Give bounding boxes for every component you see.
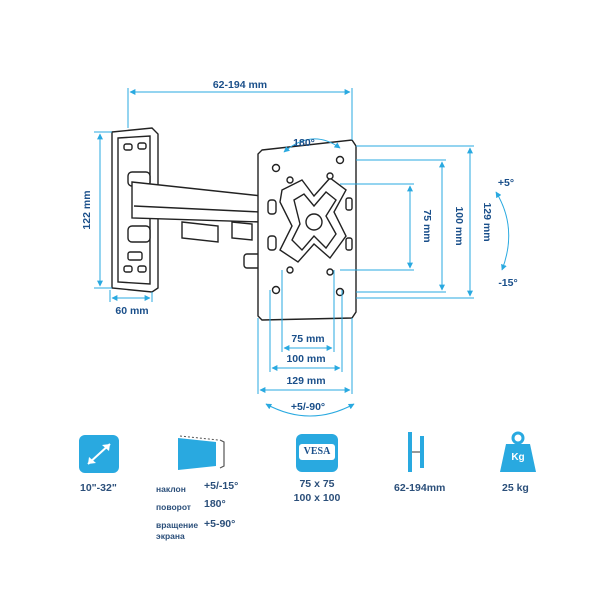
rotation-label-2: экрана bbox=[156, 531, 185, 541]
dim-arm-range: 62-194 mm bbox=[213, 79, 267, 91]
weight-badge: Kg bbox=[511, 452, 525, 463]
weight-value: 25 kg bbox=[502, 482, 529, 494]
mount-arm bbox=[131, 181, 263, 269]
vesa-plate bbox=[257, 139, 357, 321]
dim-tilt-up: +5° bbox=[498, 177, 514, 189]
vesa-1: 75 x 75 bbox=[299, 478, 335, 490]
vesa-2: 100 x 100 bbox=[293, 492, 341, 504]
dimension-lines bbox=[94, 88, 510, 417]
swivel-value: 180° bbox=[204, 498, 226, 510]
dim-vesa-h75: 75 mm bbox=[291, 333, 324, 345]
dim-swivel: +5/-90° bbox=[291, 401, 325, 413]
rotation-value: +5-90° bbox=[204, 518, 236, 530]
dim-plate-height: 129 mm bbox=[481, 202, 493, 241]
dim-wall-width: 60 mm bbox=[115, 305, 148, 317]
depth-value: 62-194mm bbox=[394, 482, 446, 494]
dim-vesa-h100: 100 mm bbox=[286, 353, 325, 365]
tilt-value: +5/-15° bbox=[204, 480, 239, 492]
diagonal-arrow-icon bbox=[79, 435, 119, 473]
dim-plate-width: 129 mm bbox=[286, 375, 325, 387]
tilt-screen-icon bbox=[178, 435, 225, 470]
weight-icon bbox=[500, 431, 536, 472]
screen-size: 10"-32" bbox=[80, 482, 117, 494]
mount-diagram: 62-194 mm 180° 122 mm 60 mm 75 mm 100 mm… bbox=[81, 79, 518, 417]
dim-tilt-down: -15° bbox=[498, 277, 517, 289]
vesa-badge: VESA bbox=[299, 444, 335, 460]
dim-vesa-v75: 75 mm bbox=[421, 209, 433, 242]
dim-vesa-v100: 100 mm bbox=[453, 206, 465, 245]
vesa-icon: VESA bbox=[296, 434, 338, 472]
dim-rotation: 180° bbox=[293, 137, 315, 149]
dim-wall-height: 122 mm bbox=[81, 190, 93, 229]
rotation-label-1: вращение bbox=[156, 520, 199, 530]
wall-depth-icon bbox=[408, 432, 424, 472]
swivel-label: поворот bbox=[156, 502, 191, 512]
spec-row: 10"-32" наклон +5/-15° поворот 180° вращ… bbox=[0, 430, 600, 600]
tilt-label: наклон bbox=[156, 484, 186, 494]
